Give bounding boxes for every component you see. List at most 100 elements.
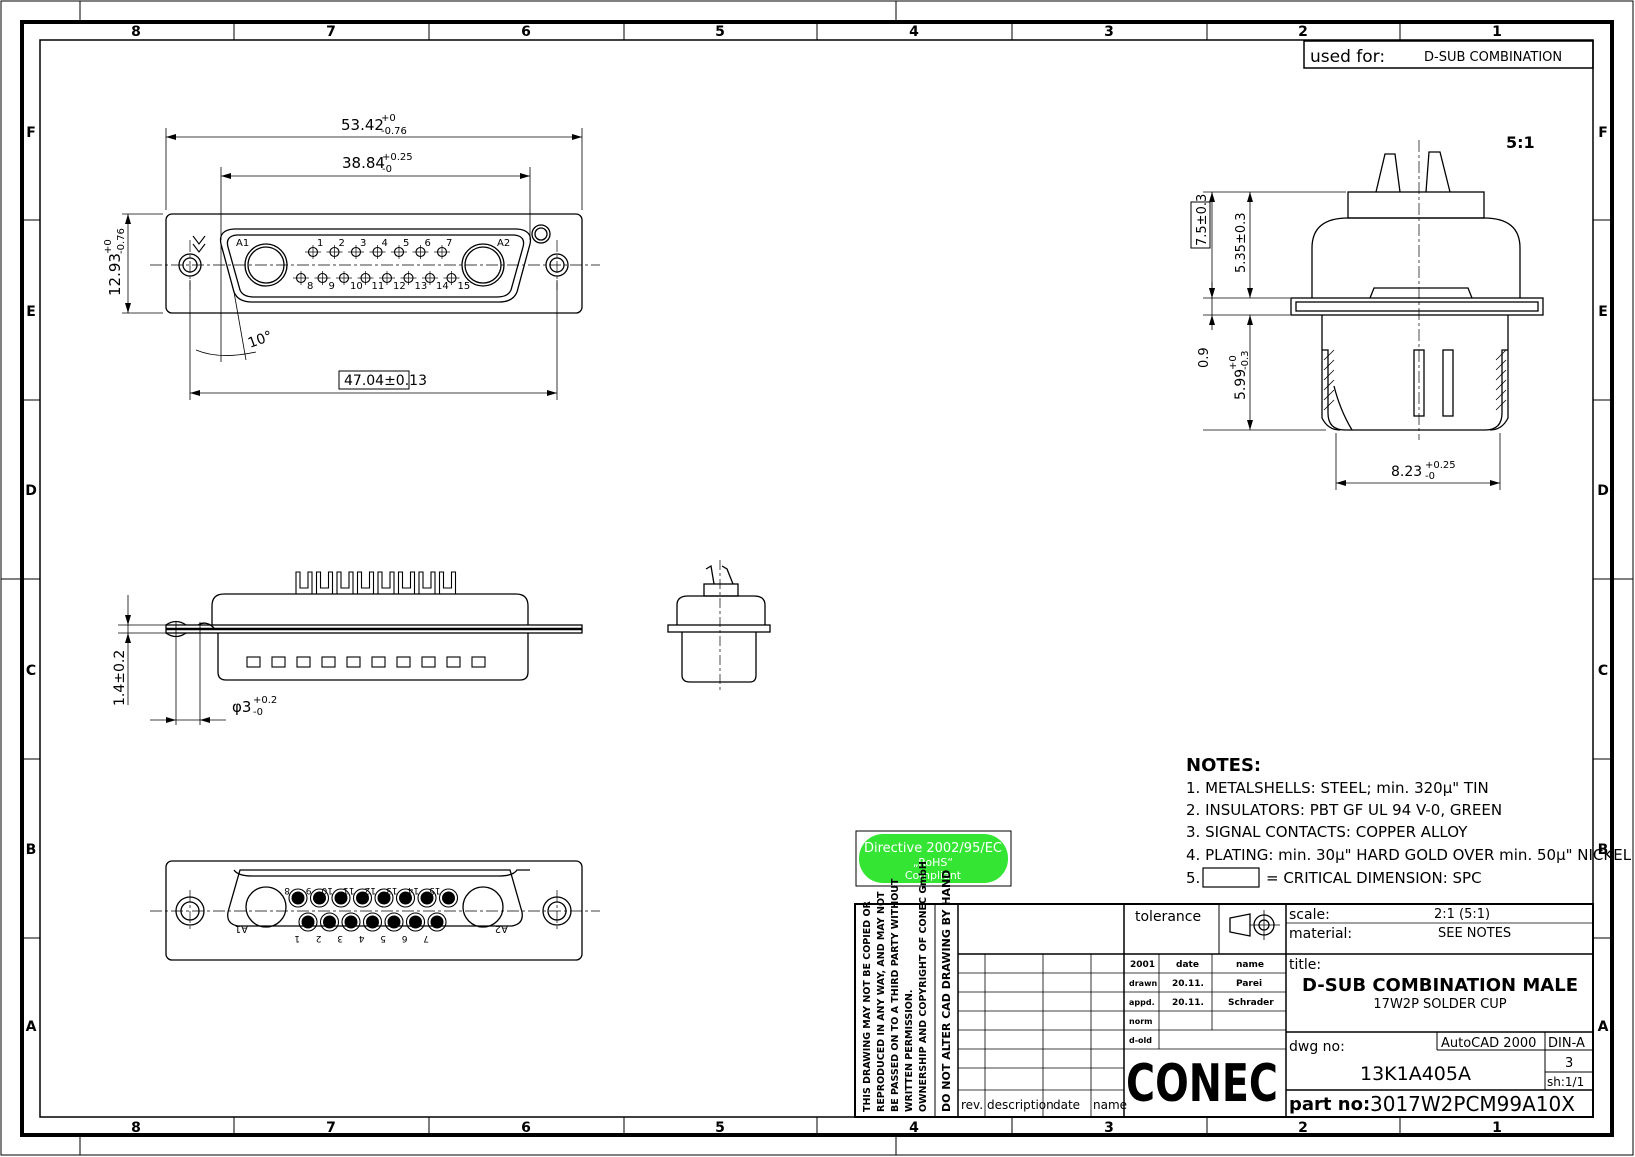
front-view <box>150 213 600 314</box>
rear-pin-8 <box>291 891 305 905</box>
din-label: DIN-A <box>1548 1036 1585 1051</box>
contact-window <box>321 656 336 668</box>
rohs-line-1: Directive 2002/95/EC <box>864 841 1002 856</box>
rear-pin-outline <box>427 912 447 932</box>
row-left-C: C <box>26 663 36 679</box>
dwg-no-label: dwg no: <box>1289 1039 1345 1055</box>
tolerance-label: tolerance <box>1135 909 1201 925</box>
approvals-header-year: 2001 <box>1130 960 1155 970</box>
rev-header-description: description <box>987 1098 1054 1112</box>
approvals-header-name: name <box>1236 960 1264 970</box>
detail-view <box>1290 140 1544 440</box>
note-2: 2. INSULATORS: PBT GF UL 94 V-0, GREEN <box>1186 801 1502 819</box>
pin-label-5: 5 <box>403 238 409 249</box>
side-solder-cups <box>295 571 457 594</box>
copyright-line-1: THIS DRAWING MAY NOT BE COPIED OR <box>862 900 873 1112</box>
solder-cup <box>336 571 354 594</box>
row-right-D: D <box>1597 483 1609 499</box>
material-value: SEE NOTES <box>1438 926 1511 941</box>
dim-lower-tol-plus: +0 <box>1228 355 1239 370</box>
pin-label-6: 6 <box>425 238 431 249</box>
rohs-line-3: Compliant <box>905 869 962 882</box>
part-no-value: 3017W2PCM99A10X <box>1370 1092 1575 1116</box>
rear-pin-14 <box>420 891 434 905</box>
dim-hole-diameter: φ3 <box>232 698 251 716</box>
detail-dim-arrows <box>1209 192 1500 486</box>
row-left-F: F <box>26 125 36 141</box>
rear-pin-5 <box>387 915 401 929</box>
rear-pin-outline <box>298 912 318 932</box>
note-5-text: = CRITICAL DIMENSION: SPC <box>1266 869 1482 887</box>
used-for-value: D-SUB COMBINATION <box>1424 50 1562 65</box>
do-not-alter: DO NOT ALTER CAD DRAWING BY HAND <box>940 870 953 1112</box>
rear-pin-2 <box>323 915 336 929</box>
dim-width-tol-plus: +0.25 <box>1425 460 1456 471</box>
small-profile-view <box>667 560 771 690</box>
solder-cup <box>295 571 313 594</box>
rear-pin-15 <box>442 891 455 905</box>
rear-pin-label-6: 6 <box>402 933 408 943</box>
rear-pin-label-13: 13 <box>386 885 397 895</box>
rear-pin-label-9: 9 <box>306 885 312 895</box>
pin-label-3: 3 <box>360 238 366 249</box>
detail-hatching <box>1323 349 1507 411</box>
col-bottom-3: 3 <box>1104 1120 1114 1136</box>
row-right-E: E <box>1598 304 1608 320</box>
dim-height-tol-plus: +0 <box>103 239 114 254</box>
rear-pin-label-12: 12 <box>365 885 376 895</box>
dim-overall-tol-plus: +0 <box>381 113 396 124</box>
col-top-6: 6 <box>521 24 531 40</box>
rear-pin-label-4: 4 <box>359 933 365 943</box>
rear-pin-label-5: 5 <box>380 933 386 943</box>
rev-header-name: name <box>1093 1098 1127 1112</box>
pin-label-14: 14 <box>436 281 449 292</box>
row-left-D: D <box>25 483 37 499</box>
title-block <box>854 903 1594 1118</box>
rear-pin-label-3: 3 <box>337 933 343 943</box>
rear-pin-7 <box>430 915 444 929</box>
notes-title: NOTES: <box>1186 755 1261 776</box>
rear-pin-outline <box>405 912 426 932</box>
col-bottom-2: 2 <box>1298 1120 1308 1136</box>
dim-detail-width: 8.23 <box>1391 464 1422 480</box>
contact-window <box>346 656 361 668</box>
rear-pin-12 <box>377 891 391 905</box>
rear-pin-label-7: 7 <box>423 933 429 943</box>
notes: NOTES: 1. METALSHELLS: STEEL; min. 320µ"… <box>1186 755 1632 888</box>
contact-window <box>246 656 261 668</box>
rear-pin-outline <box>374 888 394 908</box>
dim-hole-spacing: 47.04±0.13 <box>344 373 427 389</box>
approval-drawn-role: drawn <box>1129 979 1157 988</box>
rohs-line-2: „RoHS“ <box>913 856 953 869</box>
pin-label-8: 8 <box>307 281 313 292</box>
rear-pin-outline <box>352 888 373 908</box>
col-top-4: 4 <box>909 24 919 40</box>
rear-pin-3 <box>344 915 358 929</box>
company-logo: CONEC <box>1126 1054 1278 1114</box>
front-dimension-arrows <box>125 134 582 396</box>
solder-cup <box>315 571 334 594</box>
dim-flange-height: 0.9 <box>1197 347 1212 368</box>
note-5-prefix: 5. <box>1186 869 1200 887</box>
approval-drawn-name: Parei <box>1236 979 1262 989</box>
rear-pin-11 <box>356 891 369 905</box>
row-left-B: B <box>26 842 37 858</box>
pin-label-10: 10 <box>350 281 363 292</box>
approval-appd-name: Schrader <box>1228 998 1274 1008</box>
rear-pin-4 <box>366 915 379 929</box>
pin-label-4: 4 <box>382 238 388 249</box>
row-right-A: A <box>1598 1019 1609 1035</box>
dim-upper-height: 5.35±0.3 <box>1234 212 1249 273</box>
used-for-box: used for: D-SUB COMBINATION <box>1303 40 1594 69</box>
rear-pin-outline <box>362 912 383 932</box>
copyright-line-3: BE PASSED ON TO A THIRD PARTY WITHOUT <box>890 878 901 1112</box>
copyright-line-5: OWNERSHIP AND COPYRIGHT OF CONEC GmbH <box>918 861 929 1112</box>
dim-hole-tol-plus: +0.2 <box>253 695 277 706</box>
contact-window <box>271 656 286 668</box>
rear-view <box>150 860 600 961</box>
detail-scale-label: 5:1 <box>1506 133 1535 152</box>
pin-label-13: 13 <box>415 281 428 292</box>
